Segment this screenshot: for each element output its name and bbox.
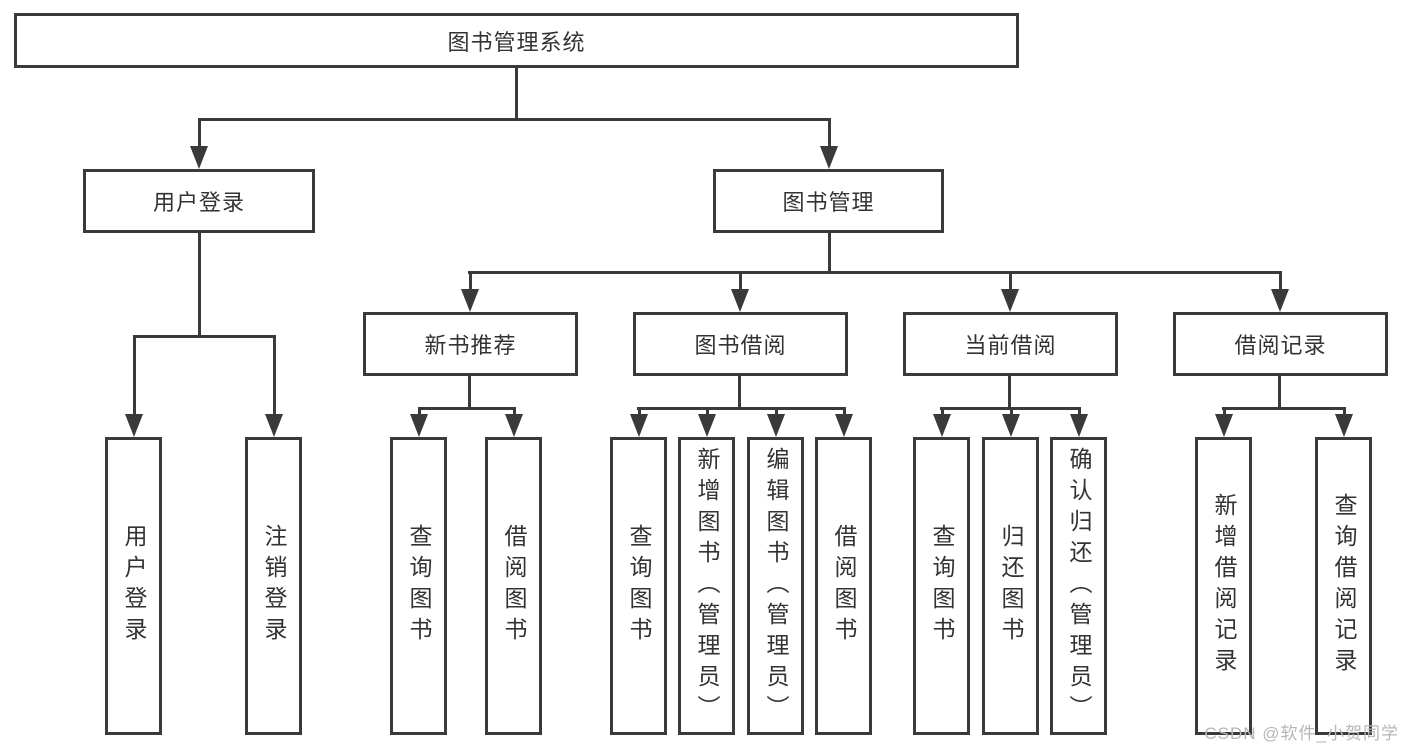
- arrow-stem: [706, 407, 709, 419]
- arrow-stem: [1010, 407, 1013, 419]
- arrow-down-icon: [1215, 414, 1233, 437]
- node-user-login: 用户登录: [83, 169, 315, 233]
- connector-segment: [198, 118, 831, 121]
- arrow-down-icon: [731, 289, 749, 312]
- arrow-stem: [775, 407, 778, 419]
- arrow-down-icon: [1002, 414, 1020, 437]
- connector-segment: [133, 335, 276, 338]
- arrow-stem: [418, 407, 421, 419]
- arrow-stem: [469, 271, 472, 294]
- arrow-stem: [1009, 271, 1012, 294]
- leaf-logout: 注销登录: [245, 437, 302, 735]
- arrow-down-icon: [933, 414, 951, 437]
- arrow-down-icon: [190, 146, 208, 169]
- arrow-down-icon: [125, 414, 143, 437]
- connector-segment: [418, 407, 516, 410]
- connector-segment: [738, 376, 741, 409]
- arrow-down-icon: [1070, 414, 1088, 437]
- connector-segment: [1278, 376, 1281, 409]
- arrow-stem: [1343, 407, 1346, 419]
- arrow-down-icon: [461, 289, 479, 312]
- arrow-stem: [273, 335, 276, 419]
- node-book-borrow: 图书借阅: [633, 312, 848, 376]
- arrow-down-icon: [1001, 289, 1019, 312]
- arrow-down-icon: [820, 146, 838, 169]
- connector-segment: [198, 233, 201, 337]
- leaf-newbook-borrow-books: 借阅图书: [485, 437, 542, 735]
- leaf-current-return-books: 归还图书: [982, 437, 1039, 735]
- connector-segment: [468, 271, 1282, 274]
- leaf-current-query-books: 查询图书: [913, 437, 970, 735]
- arrow-stem: [941, 407, 944, 419]
- node-book-management: 图书管理: [713, 169, 944, 233]
- arrow-stem: [513, 407, 516, 419]
- leaf-borrow-edit-books-admin: 编辑图书（管理员）: [747, 437, 804, 735]
- connector-segment: [637, 407, 846, 410]
- leaf-records-add-record: 新增借阅记录: [1195, 437, 1252, 735]
- connector-segment: [828, 233, 831, 274]
- arrow-down-icon: [835, 414, 853, 437]
- connector-segment: [1008, 376, 1011, 409]
- arrow-down-icon: [767, 414, 785, 437]
- connector-segment: [515, 68, 518, 121]
- arrow-down-icon: [630, 414, 648, 437]
- node-borrow-records: 借阅记录: [1173, 312, 1388, 376]
- csdn-watermark: CSDN @软件_小贺同学: [1204, 724, 1399, 743]
- arrow-stem: [638, 407, 641, 419]
- arrow-down-icon: [1335, 414, 1353, 437]
- arrow-stem: [1223, 407, 1226, 419]
- arrow-stem: [133, 335, 136, 419]
- arrow-stem: [1279, 271, 1282, 294]
- leaf-newbook-query-books: 查询图书: [390, 437, 447, 735]
- arrow-down-icon: [410, 414, 428, 437]
- arrow-stem: [1078, 407, 1081, 419]
- arrow-down-icon: [1271, 289, 1289, 312]
- leaf-borrow-borrow-books: 借阅图书: [815, 437, 872, 735]
- arrow-stem: [198, 118, 201, 151]
- arrow-stem: [739, 271, 742, 294]
- leaf-records-query-record: 查询借阅记录: [1315, 437, 1372, 735]
- node-new-book-recommend: 新书推荐: [363, 312, 578, 376]
- connector-segment: [1222, 407, 1346, 410]
- arrow-stem: [828, 118, 831, 151]
- arrow-down-icon: [698, 414, 716, 437]
- arrow-stem: [843, 407, 846, 419]
- leaf-user-login: 用户登录: [105, 437, 162, 735]
- leaf-current-confirm-return-admin: 确认归还（管理员）: [1050, 437, 1107, 735]
- arrow-down-icon: [265, 414, 283, 437]
- node-current-borrow: 当前借阅: [903, 312, 1118, 376]
- connector-segment: [468, 376, 471, 409]
- leaf-borrow-add-books-admin: 新增图书（管理员）: [678, 437, 735, 735]
- node-root: 图书管理系统: [14, 13, 1019, 68]
- leaf-borrow-query-books: 查询图书: [610, 437, 667, 735]
- arrow-down-icon: [505, 414, 523, 437]
